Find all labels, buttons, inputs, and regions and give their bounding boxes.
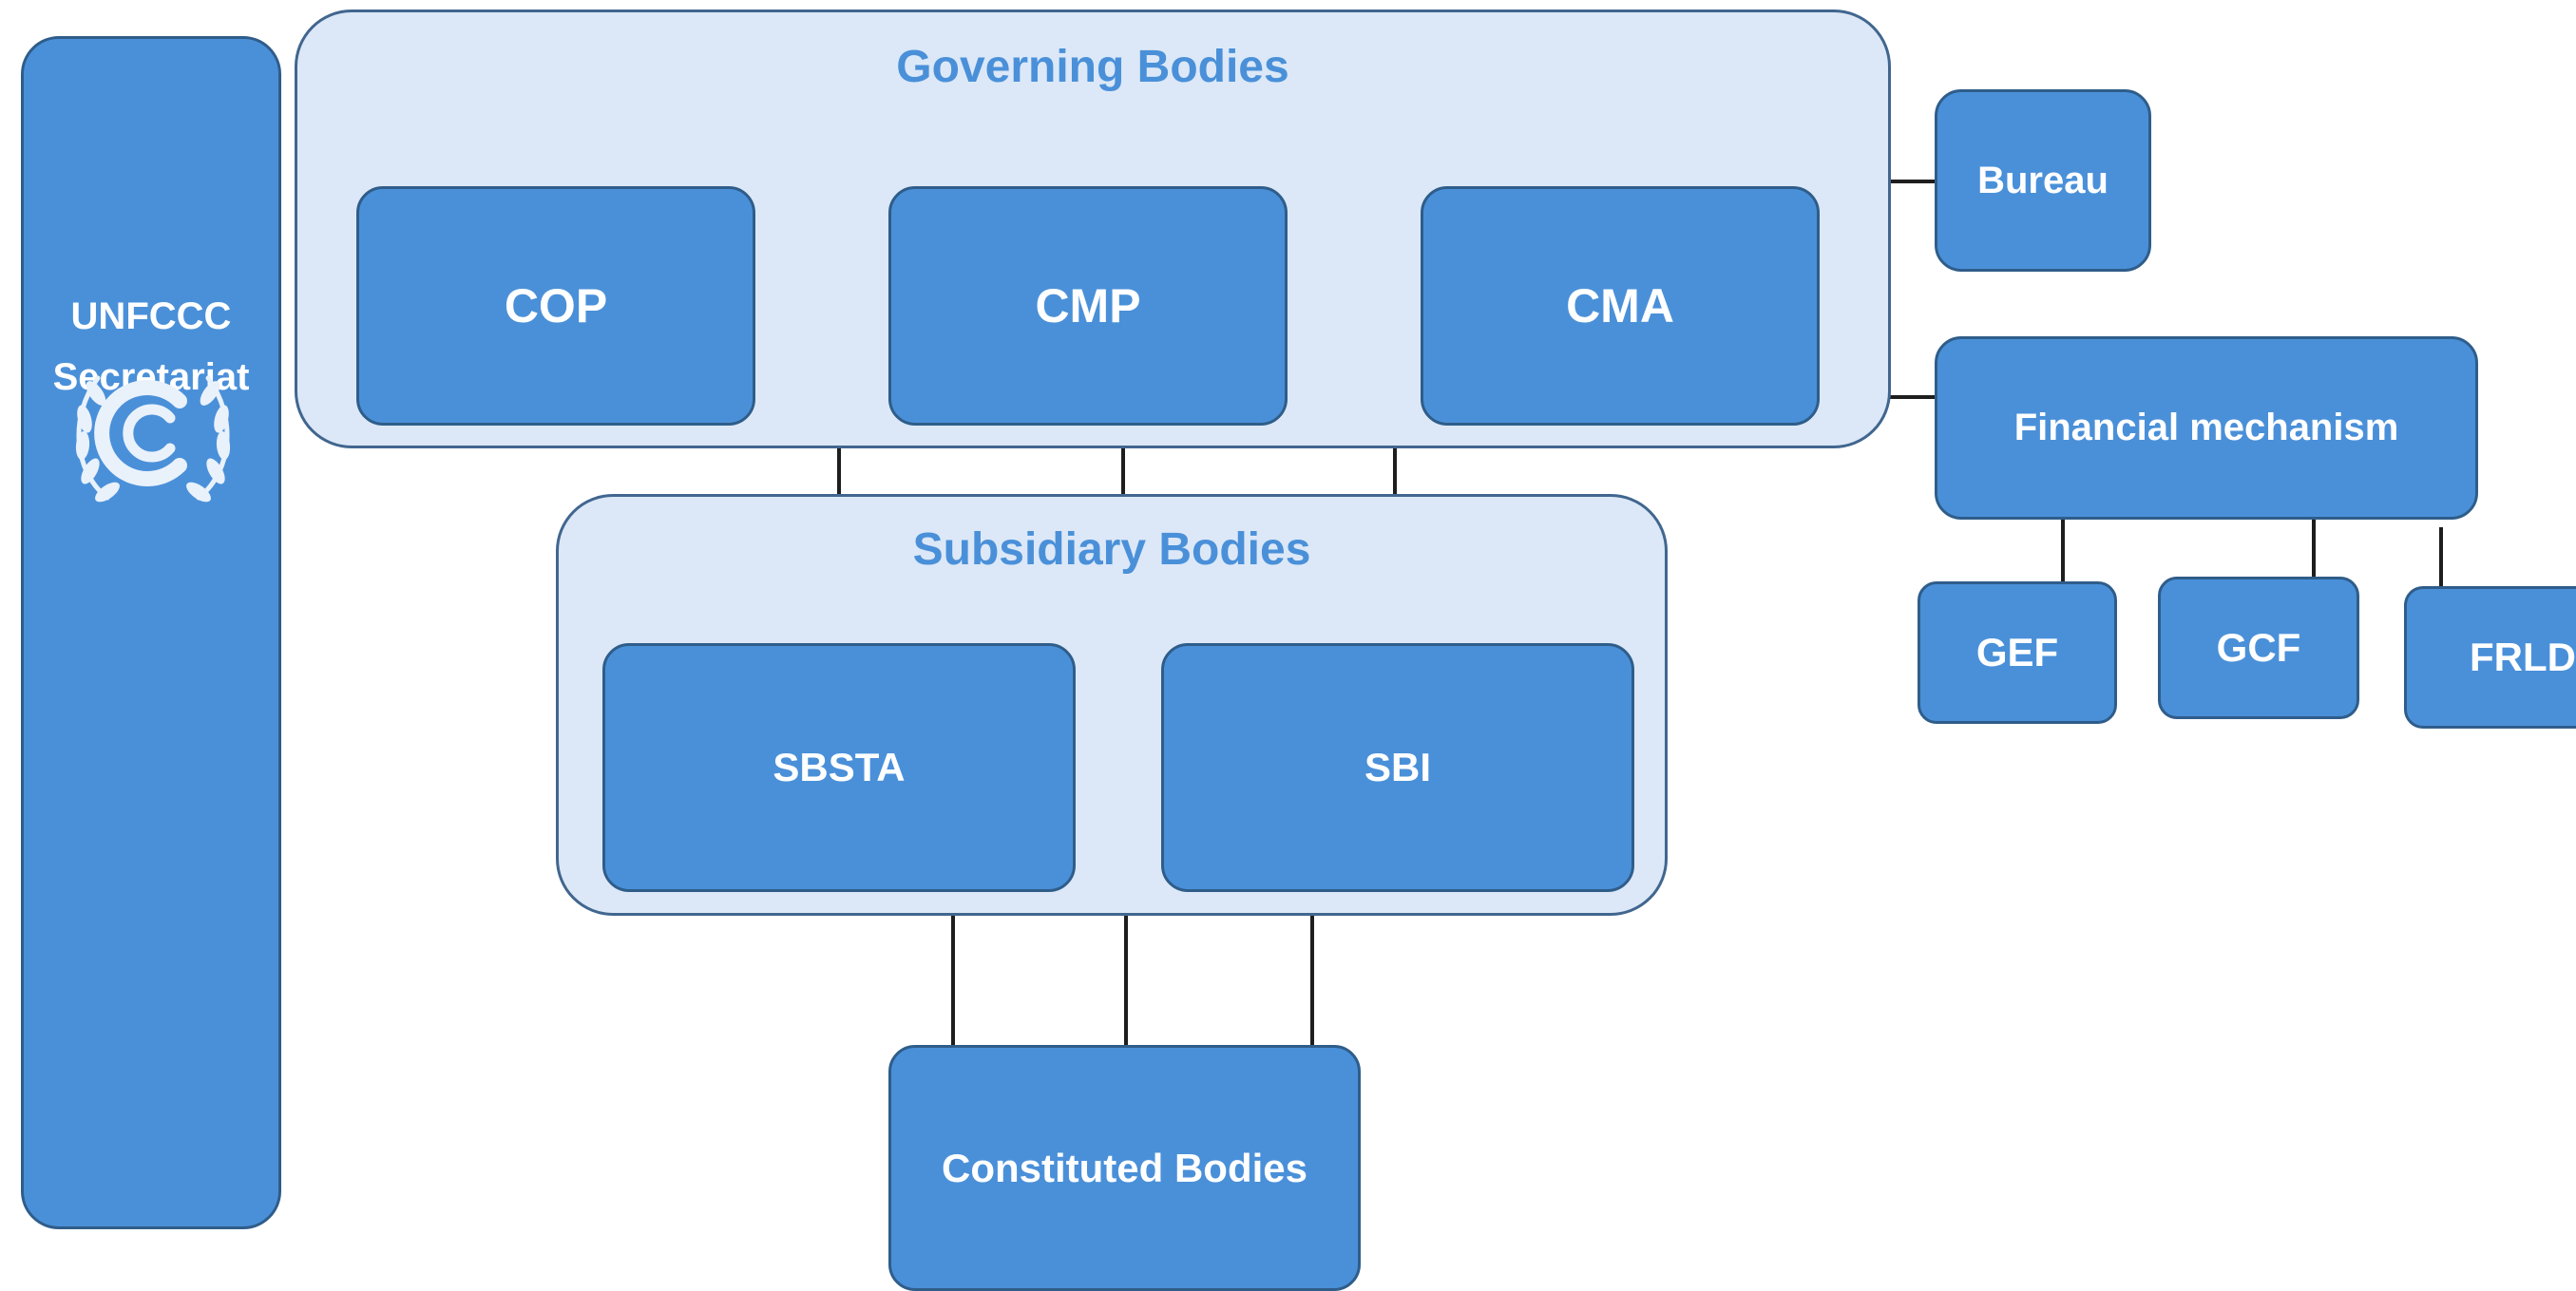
financial-mechanism-box: Financial mechanism — [1935, 336, 2478, 520]
unfccc-secretariat-box: UNFCCC Secretariat — [21, 36, 281, 1229]
connector-financial-frld — [2439, 527, 2443, 589]
cmp-box: CMP — [888, 186, 1288, 426]
connector-governing-financial — [1890, 395, 1935, 399]
subsidiary-bodies-title: Subsidiary Bodies — [912, 524, 1311, 575]
un-laurel-climate-emblem-icon — [75, 375, 231, 503]
connector-governing-subsidiary-2 — [1121, 446, 1125, 496]
gcf-box: GCF — [2158, 577, 2359, 719]
connector-financial-gcf — [2312, 518, 2316, 579]
bureau-box: Bureau — [1935, 89, 2151, 272]
governing-bodies-title: Governing Bodies — [896, 42, 1289, 92]
sbsta-box: SBSTA — [602, 643, 1076, 892]
sbi-box: SBI — [1161, 643, 1634, 892]
frld-box: FRLD — [2404, 586, 2576, 729]
connector-subsidiary-constituted-3 — [1310, 914, 1314, 1047]
constituted-bodies-box: Constituted Bodies — [888, 1045, 1361, 1291]
connector-governing-subsidiary-3 — [1393, 446, 1397, 496]
connector-subsidiary-constituted-2 — [1124, 914, 1128, 1047]
secretariat-label-line1: UNFCCC — [70, 295, 232, 337]
connector-subsidiary-constituted-1 — [951, 914, 955, 1047]
connector-governing-subsidiary-1 — [837, 446, 841, 496]
cma-box: CMA — [1421, 186, 1820, 426]
cop-box: COP — [356, 186, 755, 426]
connector-financial-gef — [2061, 518, 2065, 584]
gef-box: GEF — [1918, 581, 2117, 724]
connector-governing-bureau — [1890, 180, 1935, 183]
